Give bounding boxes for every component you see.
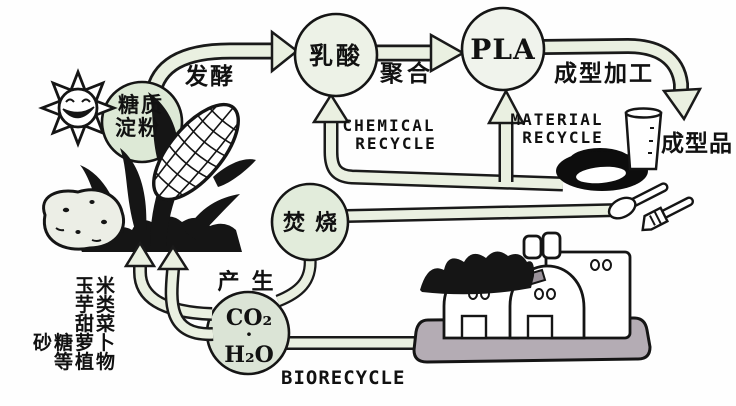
co2-label: CO₂ <box>226 305 272 331</box>
factory-icon <box>412 231 652 364</box>
h2o-label: H₂O <box>224 342 274 368</box>
waste-pile-icon <box>420 251 535 295</box>
potato-icon <box>42 188 125 251</box>
material-recycle-label-line1: MATERIAL <box>510 110 603 129</box>
factory-chimney <box>541 231 562 260</box>
fork-icon <box>641 196 695 232</box>
lactic-acid-label: 乳酸 <box>309 42 363 70</box>
biorecycle-label: BIORECYCLE <box>281 367 405 389</box>
plant-item: 玉米 <box>75 274 117 297</box>
produce-label: 产 生 <box>217 269 276 294</box>
chemical-recycle-label-line2: RECYCLE <box>355 134 436 153</box>
spoon-icon <box>607 182 669 220</box>
plant-item: 等植物 <box>53 350 117 373</box>
material-recycle-label-line2: RECYCLE <box>522 128 603 147</box>
plant-item: 芋类 <box>75 293 117 316</box>
molded-product-label: 成型品 <box>661 130 733 156</box>
pla-label: PLA <box>470 33 536 66</box>
plant-list: 玉米 芋类 甜菜 砂糖萝卜 等植物 <box>33 274 117 373</box>
factory-chimney <box>522 234 543 260</box>
molding-process-label: 成型加工 <box>554 60 654 86</box>
chemical-recycle-label-line1: CHEMICAL <box>342 116 435 135</box>
chemical-recycle-arrow <box>311 92 564 192</box>
lactic-acid-node <box>293 12 379 98</box>
material-recycle-arrow <box>486 88 526 182</box>
polymerization-label: 聚合 <box>379 60 434 86</box>
cup-icon <box>624 107 663 171</box>
co2-to-plant-arrows <box>123 240 214 342</box>
corn-icon <box>146 97 246 207</box>
fermentation-label: 发酵 <box>184 63 235 89</box>
pla-node <box>460 6 546 92</box>
plant-item: 甜菜 <box>75 312 117 335</box>
dot-label: · <box>246 322 253 346</box>
sugar-starch-label-line1: 糖质 <box>118 93 164 117</box>
sugar-starch-label-line2: 淀粉 <box>115 116 161 140</box>
bowl-icon <box>556 148 648 191</box>
incineration-node <box>270 182 350 262</box>
incineration-to-co2-line <box>275 257 317 308</box>
polymerization-arrow <box>374 32 466 74</box>
incineration-label: 焚 烧 <box>283 210 339 235</box>
molding-arrow <box>542 37 703 122</box>
incineration-feed-line <box>345 203 621 223</box>
plant-item: 砂糖萝卜 <box>33 331 117 354</box>
sun-icon <box>38 68 118 148</box>
